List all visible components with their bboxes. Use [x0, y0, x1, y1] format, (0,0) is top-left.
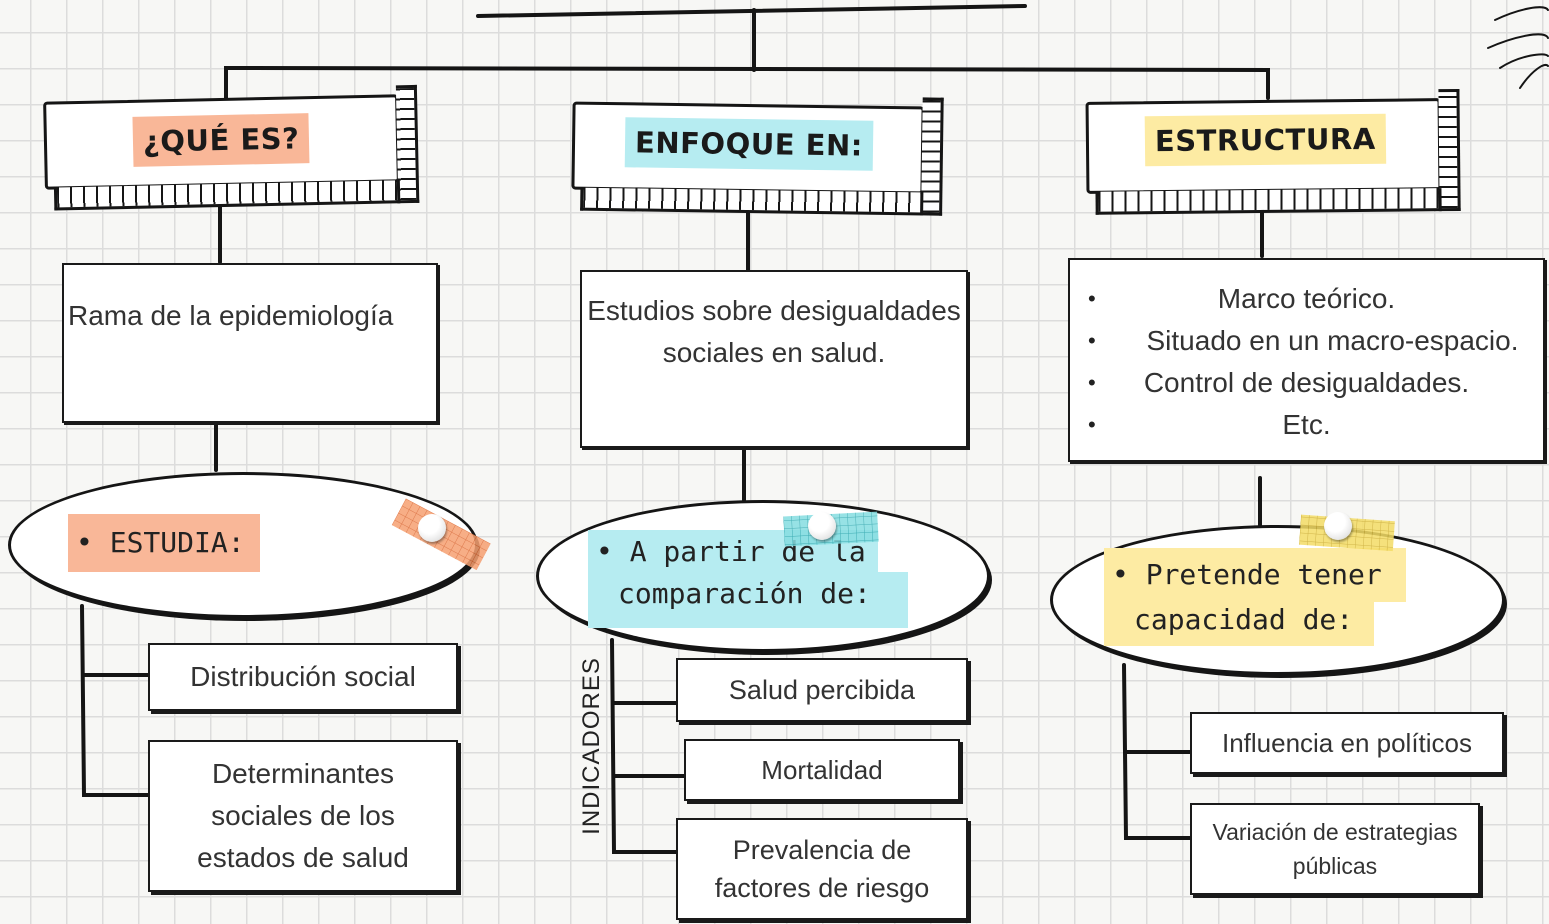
item-prevalencia-factores: Prevalencia de factores de riesgo — [676, 818, 968, 920]
structure-item: Control de desigualdades. — [1070, 362, 1543, 404]
item-mortalidad: Mortalidad — [684, 739, 960, 801]
indicadores-label: INDICADORES — [578, 657, 605, 835]
col3-tree — [1122, 663, 1192, 840]
focus-box: Estudios sobre desigualdades sociales en… — [580, 270, 968, 448]
pushpin-3 — [1324, 512, 1352, 540]
item-text: Determinantes sociales de los estados de… — [197, 758, 409, 873]
banner-label: ¿QUÉ ES? — [132, 113, 310, 167]
item-distribucion-social: Distribución social — [148, 643, 458, 711]
col2-tree — [610, 638, 686, 854]
item-influencia-politicos: Influencia en políticos — [1190, 712, 1504, 774]
item-text: Prevalencia de factores de riesgo — [714, 835, 930, 903]
top-line — [476, 4, 1027, 18]
focus-text: Estudios sobre desigualdades sociales en… — [587, 295, 961, 368]
pushpin-2 — [808, 512, 836, 540]
bubble-estudia-text: • ESTUDIA: — [68, 514, 260, 572]
bubble-comparacion-line2: comparación de: — [588, 572, 908, 628]
banner-label: ESTRUCTURA — [1144, 113, 1386, 167]
item-text: Mortalidad — [761, 754, 883, 785]
item-text: Influencia en políticos — [1221, 727, 1473, 758]
item-text: Variación de estrategias públicas — [1212, 819, 1458, 879]
banner-enfoque-en: ENFOQUE EN: — [571, 101, 925, 195]
banner-que-es: ¿QUÉ ES? — [43, 94, 400, 190]
structure-box: Marco teórico. Situado en un macro-espac… — [1068, 258, 1545, 462]
definition-box: Rama de la epidemiología — [62, 263, 438, 423]
structure-item: Situado en un macro-espacio. — [1070, 320, 1543, 362]
item-salud-percibida: Salud percibida — [676, 658, 968, 722]
item-text: Distribución social — [190, 661, 416, 692]
col1-tree — [80, 604, 150, 797]
structure-item: Marco teórico. — [1070, 278, 1543, 320]
structure-item: Etc. — [1070, 404, 1543, 446]
pushpin-1 — [418, 514, 446, 542]
banner-label: ENFOQUE EN: — [624, 117, 874, 171]
banner-estructura: ESTRUCTURA — [1085, 98, 1442, 194]
item-text: Salud percibida — [728, 674, 916, 705]
bubble-capacidad-line2: capacidad de: — [1104, 598, 1374, 646]
branch-line — [224, 65, 1270, 102]
item-variacion-estrategias: Variación de estrategias públicas — [1190, 803, 1480, 895]
bubble-capacidad-line1: • Pretende tener — [1104, 548, 1406, 602]
definition-text: Rama de la epidemiología — [68, 300, 394, 331]
item-determinantes-sociales: Determinantes sociales de los estados de… — [148, 740, 458, 892]
corner-scribble — [1487, 6, 1549, 89]
structure-list: Marco teórico. Situado en un macro-espac… — [1070, 278, 1543, 446]
